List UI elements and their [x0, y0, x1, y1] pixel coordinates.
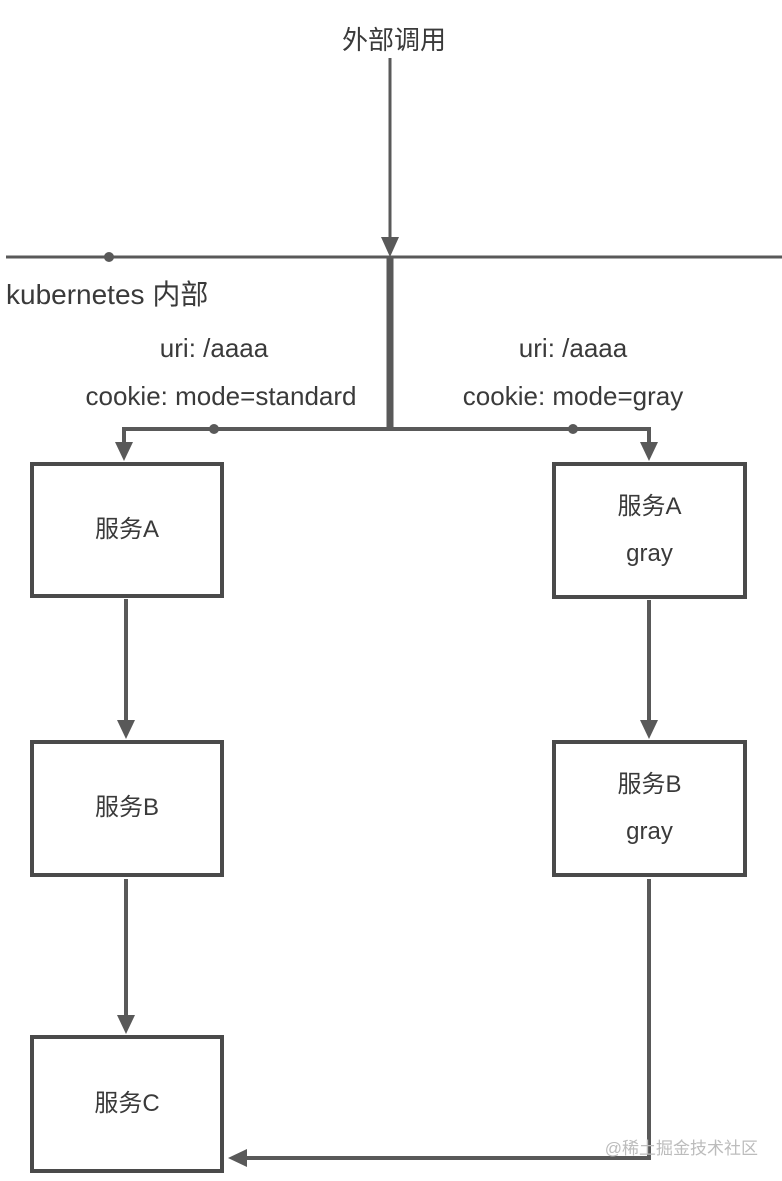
- node-service-b: 服务B: [30, 740, 224, 877]
- node-service-a-gray: 服务A gray: [552, 462, 747, 599]
- node-label: 服务B: [94, 794, 159, 822]
- left-branch-arrowhead: [115, 442, 133, 461]
- node-service-c: 服务C: [30, 1035, 224, 1173]
- node-sublabel: gray: [626, 817, 673, 845]
- external-call-arrowhead: [381, 237, 399, 257]
- node-sublabel: gray: [626, 539, 673, 567]
- node-label: 服务A: [94, 515, 159, 543]
- watermark: @稀土掘金技术社区: [604, 1139, 758, 1158]
- edge-service-a-to-b-arrowhead: [117, 720, 135, 739]
- branch-dot-right: [568, 424, 578, 434]
- edge-service-b-to-c-arrowhead: [117, 1015, 135, 1034]
- left-branch-cookie-label: cookie: mode=standard: [85, 381, 357, 411]
- edge-service-b-gray-to-c-path: [246, 879, 651, 1160]
- edge-service-b-gray-to-c-arrowhead: [228, 1149, 247, 1167]
- kubernetes-boundary-label: kubernetes 内部: [6, 279, 209, 310]
- node-service-b-gray: 服务B gray: [552, 740, 747, 877]
- node-service-a: 服务A: [30, 462, 224, 598]
- right-branch-uri-label: uri: /aaaa: [518, 333, 628, 363]
- node-label: 服务A: [617, 492, 682, 520]
- node-label: 服务B: [617, 770, 682, 798]
- boundary-line-dot: [104, 252, 114, 262]
- right-branch-cookie-label: cookie: mode=gray: [462, 381, 684, 411]
- branch-dot-left: [209, 424, 219, 434]
- right-branch-arrowhead: [640, 442, 658, 461]
- left-branch-uri-label: uri: /aaaa: [159, 333, 269, 363]
- edge-service-a-gray-to-b-gray-arrowhead: [640, 720, 658, 739]
- external-call-label: 外部调用: [341, 25, 447, 55]
- node-label: 服务C: [94, 1089, 160, 1117]
